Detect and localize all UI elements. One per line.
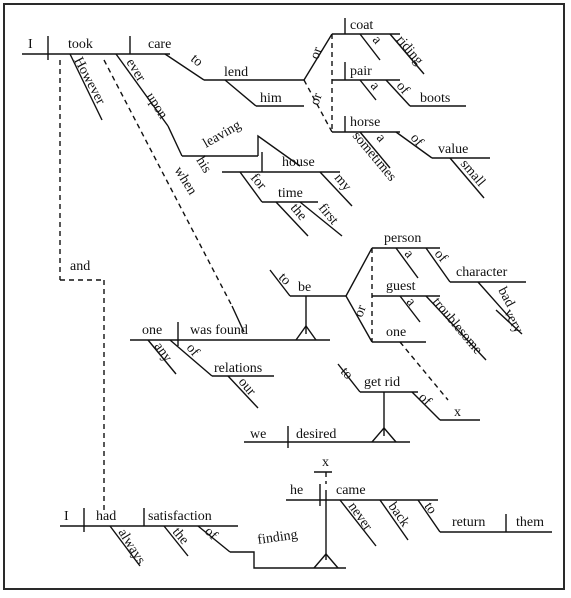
when-word: when bbox=[171, 164, 200, 198]
horse-mod1: sometimes bbox=[349, 129, 399, 185]
came-adv1: never bbox=[345, 500, 375, 534]
came-x: x bbox=[322, 455, 329, 470]
conjunction-and: and bbox=[70, 259, 90, 274]
when-art: the bbox=[287, 201, 309, 224]
came-adv2: back bbox=[385, 500, 412, 530]
coat-article: a bbox=[369, 33, 385, 48]
came-inf: return bbox=[452, 515, 485, 530]
main-verb: took bbox=[68, 37, 93, 52]
pn2-noun: guest bbox=[386, 279, 416, 294]
coat-noun: coat bbox=[350, 18, 373, 33]
came-object: them bbox=[516, 515, 544, 530]
adverb-upon: upon bbox=[143, 90, 171, 122]
adverb-however: However bbox=[70, 55, 107, 108]
connectors: and bbox=[59, 59, 245, 510]
indirect-object-him: him bbox=[260, 91, 282, 106]
object-coat: coat a riding bbox=[332, 18, 426, 75]
pn1-adv: very bbox=[500, 307, 525, 336]
horse-noun: horse bbox=[350, 115, 380, 130]
when-prep: for bbox=[247, 171, 269, 193]
horse-article: a bbox=[373, 131, 389, 146]
pn1-prep: of bbox=[431, 247, 450, 266]
inf-to: to bbox=[187, 52, 205, 70]
sat-gerund: finding bbox=[256, 527, 298, 547]
pair-prep: of bbox=[393, 79, 412, 98]
came-subject: he bbox=[290, 483, 303, 498]
when-his: his bbox=[193, 154, 214, 176]
diagram-frame bbox=[3, 3, 565, 590]
be-conj: or bbox=[352, 303, 370, 319]
clause-when: when his leaving house my for time the f… bbox=[167, 118, 354, 237]
sat-subject: I bbox=[64, 509, 69, 524]
sat-verb: had bbox=[96, 509, 116, 524]
when-gerund: leaving bbox=[201, 118, 244, 152]
object-pair: pair a of boots bbox=[332, 62, 466, 107]
when-adj: first bbox=[315, 201, 341, 228]
when-object: house bbox=[282, 155, 315, 170]
sat-adverb: always bbox=[115, 526, 148, 567]
main-clause: I took care However ever upon bbox=[22, 36, 171, 127]
pn2-adj: troublesome bbox=[429, 295, 485, 358]
sat-art: the bbox=[169, 525, 191, 548]
horse-mod2: small bbox=[457, 157, 488, 190]
pn3-noun: one bbox=[386, 325, 406, 340]
be-verb: be bbox=[298, 280, 311, 295]
conj-or-1: or bbox=[308, 45, 326, 61]
found-subject: one bbox=[142, 323, 162, 338]
horse-prep: of bbox=[407, 131, 426, 150]
pn2-article: a bbox=[403, 295, 419, 310]
pair-pobj: boots bbox=[420, 91, 450, 106]
found-mod: any bbox=[151, 340, 175, 365]
main-object: care bbox=[148, 37, 171, 52]
object-horse: horse a sometimes of value small bbox=[332, 115, 490, 199]
desired-subject: we bbox=[250, 427, 266, 442]
coat-mod: riding bbox=[393, 33, 426, 68]
sat-object: satisfaction bbox=[148, 509, 212, 524]
found-poss: our bbox=[235, 375, 259, 399]
pn1-noun: person bbox=[384, 231, 421, 246]
clause-satisfaction: I had satisfaction always the of finding bbox=[60, 490, 346, 569]
found-prep: of bbox=[183, 341, 202, 360]
conj-or-2: or bbox=[308, 91, 326, 107]
clause-desired: we desired to get rid of x bbox=[244, 363, 480, 448]
desired-verb: desired bbox=[296, 427, 336, 442]
desired-prep: of bbox=[415, 390, 434, 409]
when-pobj: time bbox=[278, 186, 303, 201]
came-verb: came bbox=[336, 483, 366, 498]
infinitive-lend: to lend him or or bbox=[164, 33, 333, 133]
came-to: to bbox=[421, 500, 440, 518]
found-pobj: relations bbox=[214, 361, 262, 376]
horse-pobj: value bbox=[438, 142, 468, 157]
found-verb: was found bbox=[190, 323, 248, 338]
clause-found: one was found any of relations our bbox=[130, 296, 330, 409]
main-subject: I bbox=[28, 37, 33, 52]
inf-verb-lend: lend bbox=[224, 65, 248, 80]
sat-prep: of bbox=[201, 524, 220, 543]
pn1-article: a bbox=[401, 247, 417, 262]
pair-noun: pair bbox=[350, 64, 372, 79]
desired-pobj: x bbox=[454, 405, 461, 420]
desired-object: get rid bbox=[364, 375, 400, 390]
adverb-ever: ever bbox=[123, 56, 149, 85]
when-poss: my bbox=[331, 171, 354, 194]
be-to: to bbox=[275, 270, 293, 288]
pn1-pobj: character bbox=[456, 265, 508, 280]
